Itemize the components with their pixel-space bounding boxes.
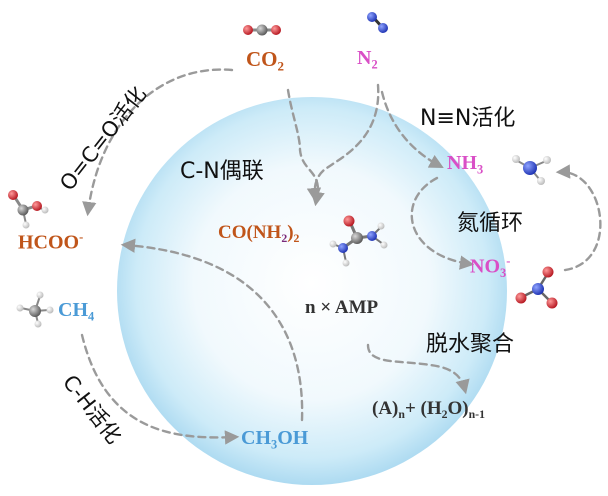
arrow-ch3oh-to-hcoo (120, 238, 304, 422)
cn-coupling-label: C-N偶联 (180, 159, 264, 184)
nn-activation-label: N≡N活化 (420, 106, 516, 131)
polymer-label: (A)n+ (H2O)n-1 (372, 398, 485, 422)
ch3oh-label: CH3OH (241, 427, 309, 452)
urea-molecule-icon (329, 215, 388, 267)
amp-label: n × AMP (305, 297, 379, 318)
methane-molecule-icon (16, 291, 54, 328)
hcoo-label: HCOO- (18, 230, 84, 254)
arrow-amp-to-polymer (366, 343, 470, 395)
arrow-nh3-to-no3 (410, 176, 475, 270)
sphere (117, 97, 507, 485)
no3-molecule-icon (515, 266, 558, 309)
arrow-no3-to-nh3 (555, 164, 602, 272)
formate-molecule-icon (8, 190, 49, 229)
co2-label: CO2 (246, 47, 285, 74)
nh3-label: NH3 (447, 152, 484, 177)
arrow-ch4-to-ch3oh (80, 333, 240, 445)
no3-label: NO3- (470, 254, 511, 280)
ch4-label: CH4 (58, 299, 95, 324)
co2-molecule-icon (243, 24, 281, 36)
arrow-co2-to-hcoo (82, 68, 234, 217)
urea-label: CO(NH2)2 (218, 222, 300, 246)
nitrogen-cycle-label: 氮循环 (457, 211, 524, 236)
dehydration-label: 脱水聚合 (426, 332, 515, 357)
n2-label: N2 (357, 47, 378, 72)
arrow-n2-to-urea (306, 83, 380, 203)
arrow-n2-to-nh3 (380, 90, 444, 169)
nh3-molecule-icon (512, 155, 551, 185)
n2-molecule-icon (367, 12, 388, 33)
